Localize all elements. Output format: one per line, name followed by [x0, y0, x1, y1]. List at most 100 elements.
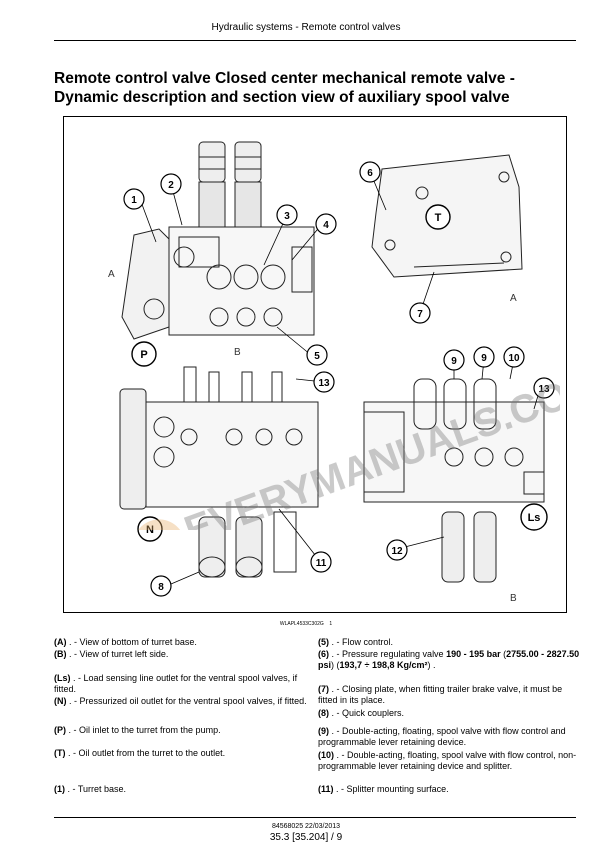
callout-6: 6 [359, 161, 381, 183]
title-line-1: Remote control valve Closed center mecha… [54, 70, 515, 87]
legend-key: (1) [54, 784, 65, 794]
legend-text: . - View of turret left side. [69, 649, 169, 659]
callout-5-label: 5 [314, 351, 320, 362]
legend-key: (6) [318, 649, 329, 659]
callout-9a-label: 9 [451, 356, 457, 367]
legend-key: (11) [318, 784, 334, 794]
running-header: Hydraulic systems - Remote control valve… [211, 22, 401, 33]
callout-3-label: 3 [284, 211, 290, 222]
legend-text: . - Load sensing line outlet for the ven… [54, 673, 298, 695]
legend-item-ls: (Ls) . - Load sensing line outlet for th… [54, 673, 312, 696]
legend-item-7: (7) . - Closing plate, when fitting trai… [318, 684, 580, 707]
callout-13b: 13 [533, 377, 555, 399]
callout-t: T [425, 204, 451, 230]
legend-item-6: (6) . - Pressure regulating valve 190 - … [318, 649, 580, 672]
figure-number: 1 [329, 621, 333, 627]
callout-4: 4 [315, 213, 337, 235]
callout-8: 8 [150, 575, 172, 597]
legend-key: (7) [318, 684, 329, 694]
callout-10-label: 10 [508, 353, 520, 364]
legend-item-b: (B) . - View of turret left side. [54, 649, 312, 660]
legend-text: . - Double-acting, floating, spool valve… [318, 726, 566, 748]
footer-doc-ref: 84568025 22/03/2013 [271, 823, 341, 830]
callout-p: P [131, 341, 157, 367]
callout-1: 1 [123, 188, 145, 210]
pressure-psi-value: 2755.00 - 2827.50 psi [318, 649, 580, 671]
legend-text: . - Quick couplers. [331, 708, 405, 718]
callout-10: 10 [503, 346, 525, 368]
legend-key: (N) [54, 696, 67, 706]
callout-12-label: 12 [391, 546, 403, 557]
callout-11-label: 11 [316, 558, 327, 569]
legend-item-p: (P) . - Oil inlet to the turret from the… [54, 725, 312, 736]
legend-key: (5) [318, 637, 329, 647]
callout-3: 3 [276, 204, 298, 226]
callout-7-label: 7 [417, 309, 423, 320]
legend-text: . - Oil inlet to the turret from the pum… [68, 725, 221, 735]
callout-12: 12 [386, 539, 408, 561]
legend-key: (T) [54, 748, 66, 758]
callout-9b-label: 9 [481, 353, 487, 364]
callout-ls: Ls [520, 503, 548, 531]
callout-n-label: N [146, 524, 154, 536]
legend-text: . - Double-acting, floating, spool valve… [318, 750, 577, 772]
legend-text: . - Splitter mounting surface. [336, 784, 449, 794]
legend-key: (10) [318, 750, 335, 760]
legend-item-10: (10) . - Double-acting, floating, spool … [318, 750, 580, 773]
callout-1-label: 1 [131, 195, 137, 206]
callout-13a: 13 [313, 371, 335, 393]
legend-text: . - View of bottom of turret base. [69, 637, 197, 647]
title-line-2: Dynamic description and section view of … [54, 89, 510, 106]
legend-text: ( [500, 649, 507, 659]
legend-text: . - Closing plate, when fitting trailer … [318, 684, 563, 706]
valve-illustration: 1 2 3 4 5 6 7 8 9 9 10 11 12 13 13 P T N… [108, 141, 555, 604]
legend-key: (9) [318, 726, 329, 736]
pressure-bar-value: 190 - 195 bar [446, 649, 501, 659]
legend-key: (Ls) [54, 673, 71, 683]
legend-item-8: (8) . - Quick couplers. [318, 708, 580, 719]
callout-ls-label: Ls [528, 512, 541, 524]
callout-8-label: 8 [158, 582, 164, 593]
callout-7: 7 [409, 302, 431, 324]
figure-frame: 1 2 3 4 5 6 7 8 9 9 10 11 12 13 13 P T N… [63, 116, 567, 613]
callout-p-label: P [140, 349, 147, 361]
header-rule [54, 40, 576, 41]
legend-item-t: (T) . - Oil outlet from the turret to th… [54, 748, 312, 759]
callout-13b-label: 13 [538, 384, 550, 395]
footer-page-number: 35.3 [35.204] / 9 [269, 832, 343, 843]
figure-id: WLAPL4533C302G 1 [0, 621, 612, 627]
callout-4-label: 4 [323, 220, 329, 231]
view-label-a: A [510, 293, 517, 304]
callout-5: 5 [306, 344, 328, 366]
view-label-b: B [510, 593, 517, 604]
callout-2: 2 [160, 173, 182, 195]
pressure-kgcm-value: 193,7 ÷ 198,8 Kg/cm² [339, 660, 428, 671]
legend-text: . - Flow control. [331, 637, 394, 647]
callout-9a: 9 [443, 349, 465, 371]
legend-right: (5) . - Flow control. (6) . - Pressure r… [318, 637, 580, 807]
callout-11: 11 [310, 551, 332, 573]
legend-item-9: (9) . - Double-acting, floating, spool v… [318, 726, 580, 749]
legend-left: (A) . - View of bottom of turret base. (… [54, 637, 312, 807]
legend-item-5: (5) . - Flow control. [318, 637, 580, 648]
legend-key: (8) [318, 708, 329, 718]
legend-item-a: (A) . - View of bottom of turret base. [54, 637, 312, 648]
legend-text: ) ( [331, 660, 340, 671]
callout-t-label: T [435, 212, 442, 224]
legend-text: . - Oil outlet from the turret to the ou… [68, 748, 226, 758]
figure-code: WLAPL4533C302G [279, 621, 324, 627]
legend-key: (A) [54, 637, 67, 647]
callout-9b: 9 [473, 346, 495, 368]
legend-text: . - Pressure regulating valve [331, 649, 447, 659]
legend-text: . - Turret base. [67, 784, 127, 794]
legend-item-n: (N) . - Pressurized oil outlet for the v… [54, 696, 312, 707]
callout-2-label: 2 [168, 180, 174, 191]
legend-item-11: (11) . - Splitter mounting surface. [318, 784, 580, 795]
view-label-a-arrow: A [108, 269, 115, 280]
footer-rule [54, 817, 576, 818]
legend-key: (P) [54, 725, 66, 735]
legend-item-1: (1) . - Turret base. [54, 784, 312, 795]
legend-text: ) . [427, 660, 436, 671]
page-title: Remote control valve Closed center mecha… [54, 69, 576, 107]
legend-key: (B) [54, 649, 67, 659]
